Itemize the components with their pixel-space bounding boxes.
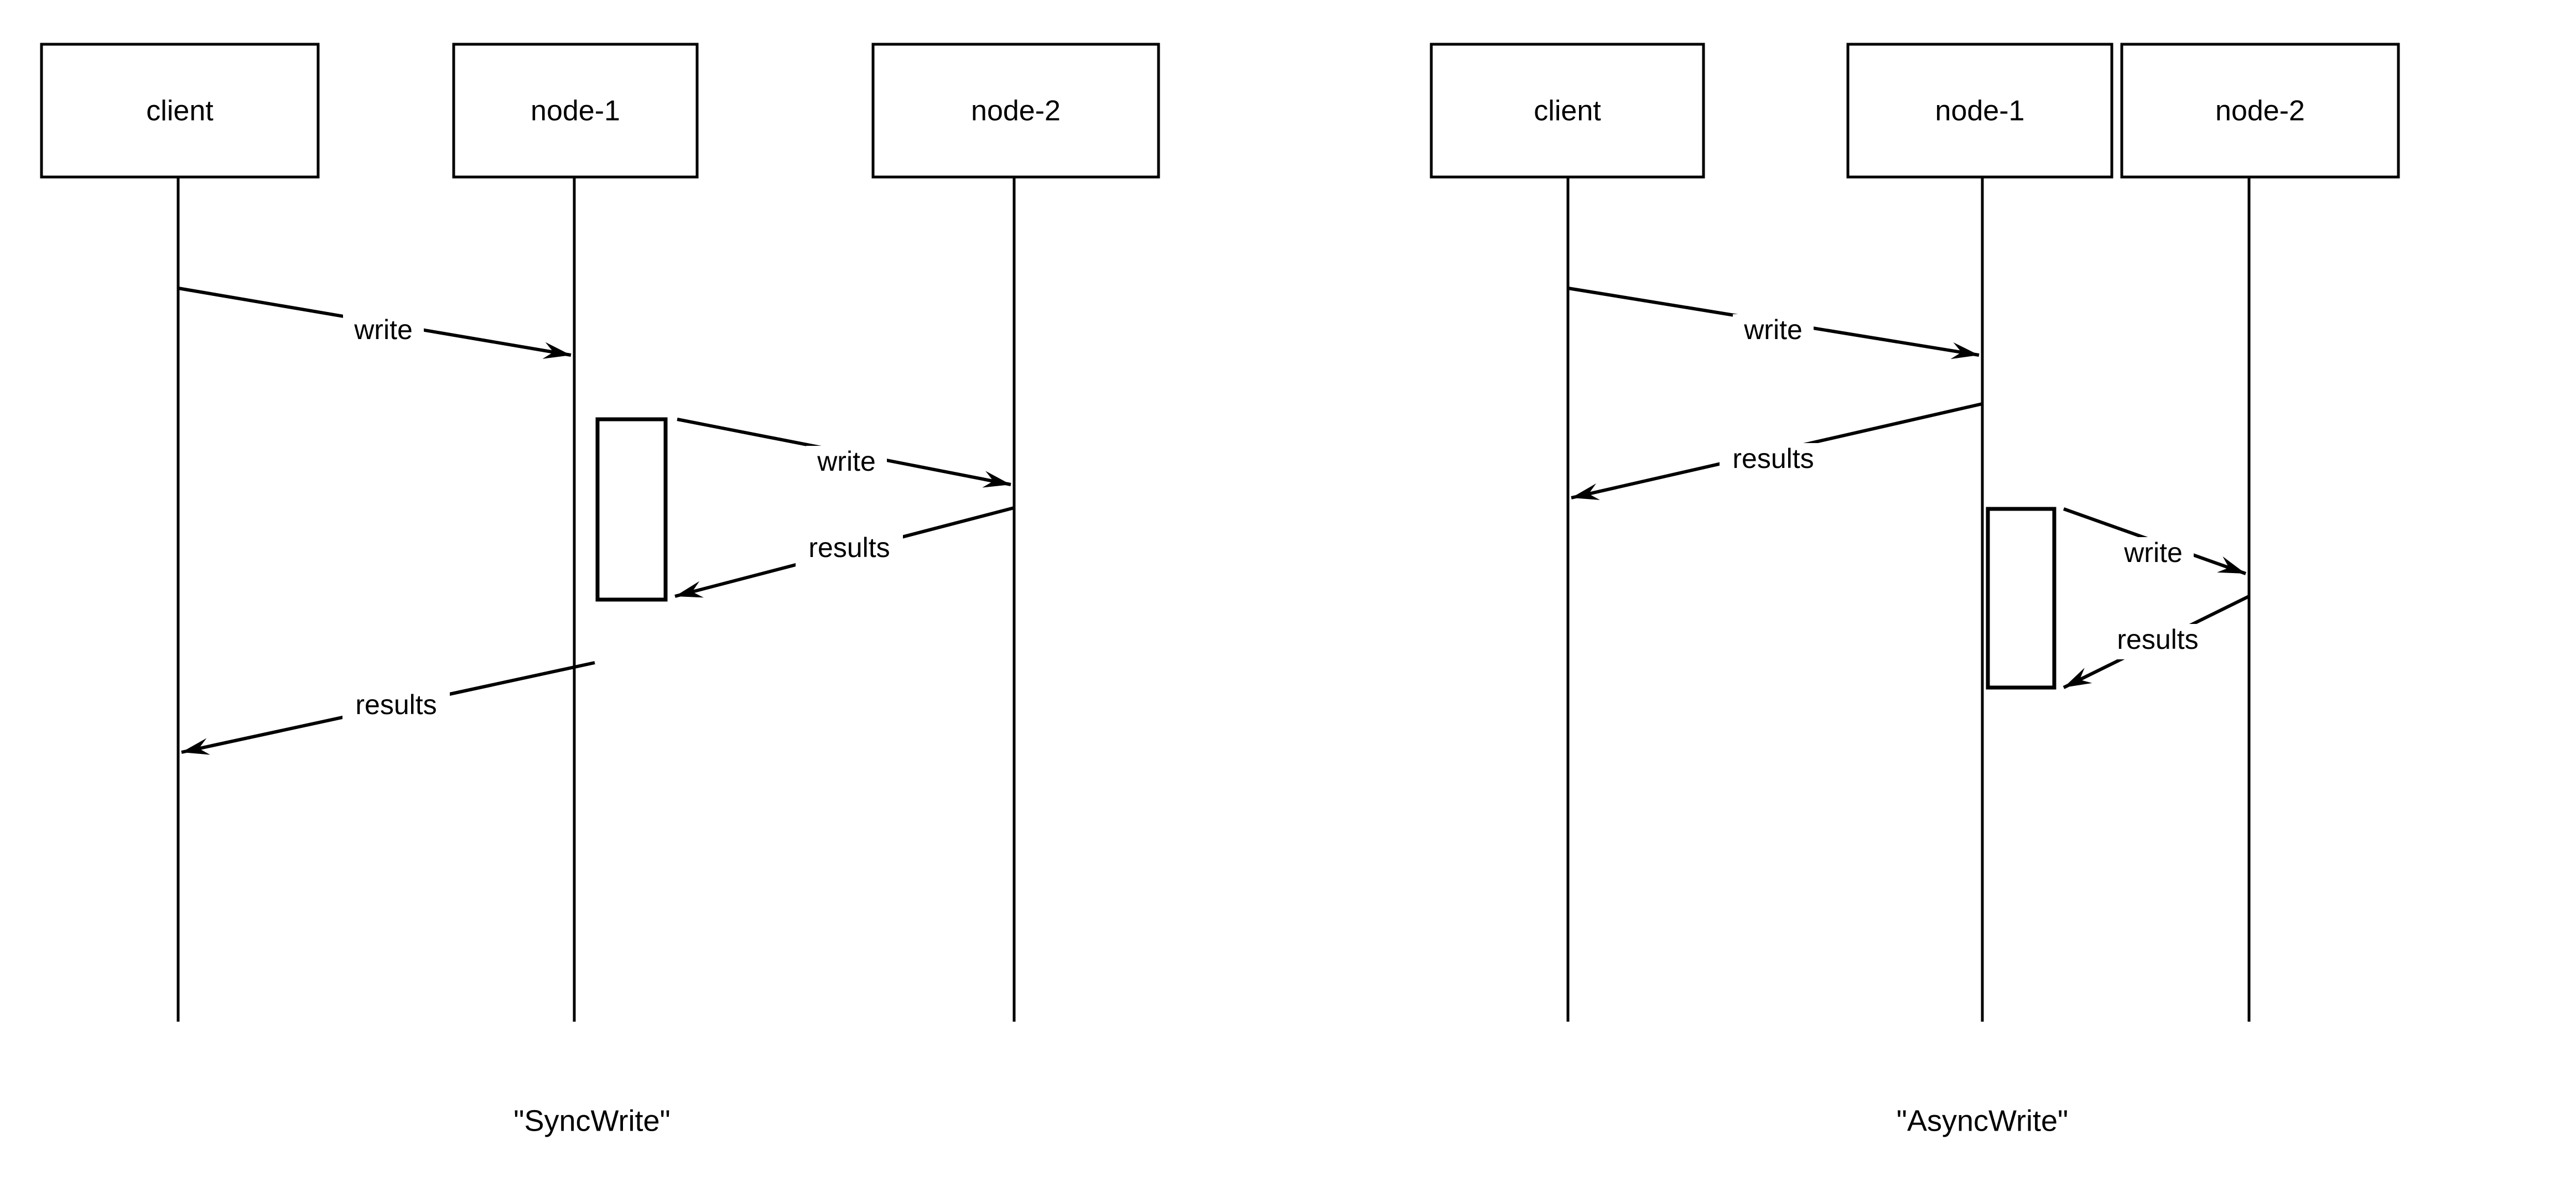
message-label-backdrop	[1720, 443, 1827, 478]
participant-label-client: client	[146, 95, 214, 127]
message-arrowhead-icon	[2064, 668, 2092, 688]
message-label: write	[354, 314, 413, 345]
diagram-caption-sync-write: "SyncWrite"	[513, 1104, 670, 1137]
participant-box-node-2[interactable]	[871, 43, 1160, 179]
participant-label-node-2: node-2	[2215, 95, 2305, 127]
message-write-client-to-node-1[interactable]: write	[178, 287, 572, 359]
diagram-async-write: client node-1 node-2 write results write resul…	[1430, 43, 2400, 1137]
message-label: results	[1732, 443, 1814, 474]
diagram-sync-write: client node-1 node-2 write write results resul…	[40, 43, 1160, 1137]
participant-node-2[interactable]: node-2	[2120, 43, 2400, 1022]
message-results-node-2-to-node-1[interactable]: results	[674, 506, 1015, 598]
message-label: write	[1743, 314, 1803, 345]
message-label-backdrop	[796, 532, 903, 568]
message-write-node-1-to-node-2[interactable]: write	[677, 418, 1011, 488]
participant-box-client[interactable]	[40, 43, 320, 179]
message-arrowhead-icon	[181, 738, 210, 755]
message-label: write	[817, 446, 876, 477]
message-write-client-to-node-1[interactable]: write	[1567, 287, 1980, 360]
message-write-node-1-to-node-2[interactable]: write	[2063, 507, 2247, 575]
message-label: write	[2123, 537, 2183, 568]
message-arrowhead-icon	[1950, 342, 1979, 360]
message-arrowhead-icon	[2217, 556, 2246, 574]
participant-label-client: client	[1534, 95, 1601, 127]
participant-box-node-1[interactable]	[1846, 43, 2113, 179]
message-results-node-1-to-client[interactable]: results	[1571, 402, 1983, 500]
activation-bar-node-1	[595, 417, 668, 602]
diagram-caption-async-write: "AsyncWrite"	[1897, 1104, 2068, 1137]
message-label-backdrop	[2113, 537, 2194, 573]
participant-node-1[interactable]: node-1	[1846, 43, 2113, 1022]
activation-bar-node-1	[1986, 507, 2056, 690]
message-label-backdrop	[806, 446, 887, 481]
message-arrowhead-icon	[1571, 483, 1600, 500]
message-label-backdrop	[343, 314, 424, 350]
message-arrowhead-icon	[675, 581, 704, 598]
participant-node-2[interactable]: node-2	[871, 43, 1160, 1022]
participant-box-node-2[interactable]	[2120, 43, 2400, 179]
participant-box-client[interactable]	[1430, 43, 1705, 179]
participant-label-node-1: node-1	[1935, 95, 2025, 127]
message-arrowhead-icon	[982, 471, 1011, 488]
message-arrowhead-icon	[542, 342, 571, 359]
message-label: results	[2117, 624, 2198, 655]
participant-label-node-1: node-1	[531, 95, 620, 127]
participant-label-node-2: node-2	[971, 95, 1061, 127]
message-label: results	[808, 532, 890, 563]
participant-box-node-1[interactable]	[452, 43, 699, 179]
participant-client[interactable]: client	[40, 43, 320, 1022]
participant-node-1[interactable]: node-1	[452, 43, 699, 1022]
participant-client[interactable]: client	[1430, 43, 1705, 1022]
message-results-node-1-to-client[interactable]: results	[181, 661, 595, 755]
message-results-node-2-to-node-1[interactable]: results	[2063, 595, 2250, 689]
message-label: results	[355, 689, 437, 720]
message-label-backdrop	[1733, 314, 1814, 350]
message-label-backdrop	[342, 689, 450, 725]
message-label-backdrop	[2104, 624, 2211, 659]
